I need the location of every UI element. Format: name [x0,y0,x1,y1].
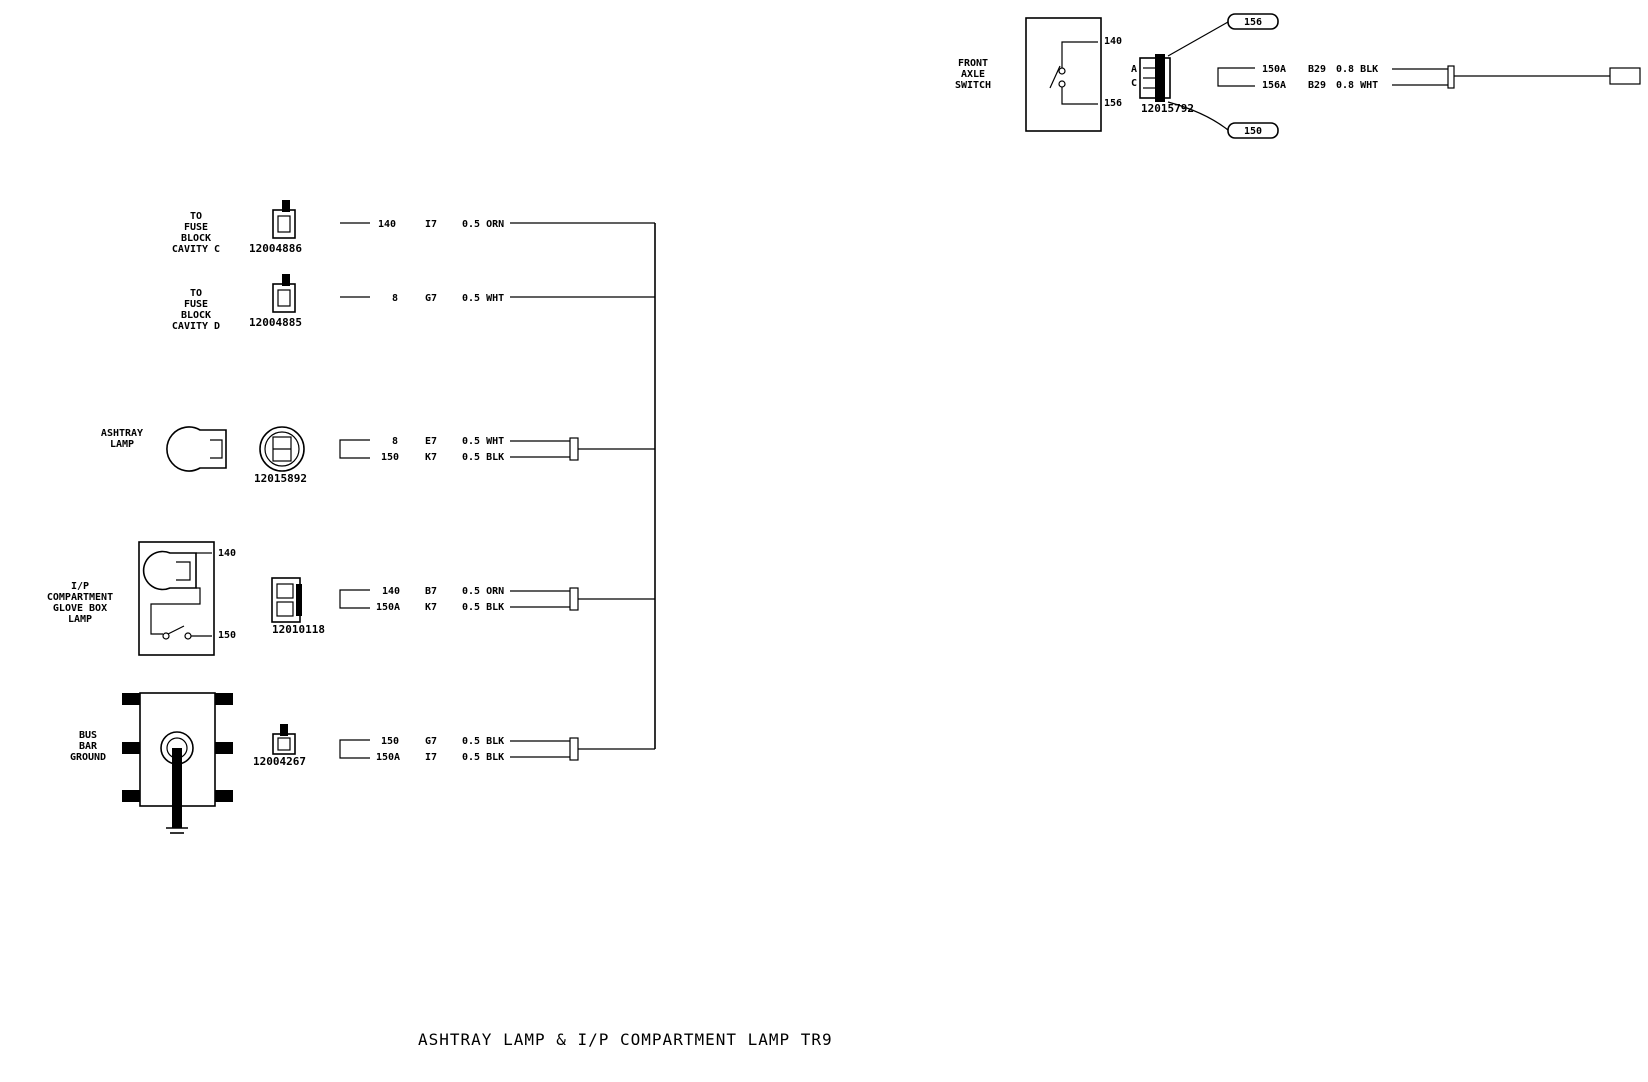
front-axle-label-line2: AXLE [961,69,985,80]
busbar-wire1-spec: 0.5 BLK [462,736,504,747]
front-axle-wire1-circuit: 150A [1262,64,1286,75]
front-axle-wire2-circuit: 156A [1262,80,1286,91]
front-axle-output-connector [1609,67,1641,85]
glovebox-wire2-cavity: K7 [425,602,437,613]
ashtray-connector-number: 12015892 [254,472,307,485]
glovebox-label-2: COMPARTMENT [47,592,113,603]
busbar-connector-icon [272,724,296,755]
switch-lower-lead [1061,87,1098,105]
front-axle-switch-group: FRONT AXLE SWITCH 140 156 A C 12015792 1… [955,13,1641,139]
glovebox-wire2-circuit: 150A [376,602,400,613]
glovebox-connector-number: 12010118 [272,623,325,636]
front-axle-connector-number: 12015792 [1141,102,1194,115]
glovebox-wire1-cavity: B7 [425,586,437,597]
busbar-wire2-spec: 0.5 BLK [462,752,504,763]
ashtray-wire1-spec: 0.5 WHT [462,436,504,447]
fuse-d-spec: 0.5 WHT [462,293,504,304]
fuse-c-label-2: FUSE [184,222,208,233]
ashtray-label-2: LAMP [110,439,134,450]
front-axle-wire2-cavity: B29 [1308,80,1326,91]
glovebox-wire1-circuit: 140 [382,586,400,597]
busbar-terminals [122,693,233,802]
ashtray-wire-bracket [339,439,370,459]
front-axle-pin-top: 140 [1104,36,1122,47]
fuse-c-label-1: TO [190,211,202,222]
switch-contact-bottom [1058,80,1066,88]
front-axle-label-line3: SWITCH [955,80,991,91]
glovebox-label-1: I/P [71,581,89,592]
busbar-wire1-circuit: 150 [381,736,399,747]
glovebox-connector-icon [271,577,302,623]
fuse-d-connector-number: 12004885 [249,316,302,329]
front-axle-wire1-cavity: B29 [1308,64,1326,75]
glovebox-label-4: LAMP [68,614,92,625]
switch-upper-lead [1061,41,1098,68]
fuse-d-label-4: CAVITY D [172,321,220,332]
ashtray-wire2-circuit: 150 [381,452,399,463]
fuse-d-label-1: TO [190,288,202,299]
busbar-wire-bracket [339,739,370,759]
ashtray-connector-icon [259,426,305,472]
fuse-c-group: TO FUSE BLOCK CAVITY C 12004886 140 I7 0… [172,200,655,255]
fuse-c-label-4: CAVITY C [172,244,220,255]
fuse-d-label-3: BLOCK [181,310,211,321]
busbar-wire2-circuit: 150A [376,752,400,763]
front-axle-label-line1: FRONT [958,58,988,69]
glovebox-label-3: GLOVE BOX [53,603,107,614]
diagram-title: ASHTRAY LAMP & I/P COMPARTMENT LAMP TR9 [418,1030,833,1049]
fuse-c-cavity: I7 [425,219,437,230]
fuse-d-group: TO FUSE BLOCK CAVITY D 12004885 8 G7 0.5… [172,274,655,332]
ground-stud-icon [160,731,194,834]
busbar-label-3: GROUND [70,752,106,763]
front-axle-switch-box [1025,17,1102,132]
busbar-label-1: BUS [79,730,97,741]
front-axle-pin-c: C [1131,78,1137,89]
fuse-d-cavity: G7 [425,293,437,304]
ashtray-group: ASHTRAY LAMP 12015892 8 E7 0.5 WHT 150 K… [101,426,655,485]
front-axle-wire-bracket [1217,67,1255,87]
ashtray-wire2-cavity: K7 [425,452,437,463]
front-axle-connector-lock [1155,54,1165,102]
glovebox-bulb-icon [142,550,197,591]
glovebox-group: I/P COMPARTMENT GLOVE BOX LAMP 140 150 1… [47,541,655,656]
ashtray-wire1-cavity: E7 [425,436,437,447]
switch-contact-top [1058,67,1066,75]
fuse-c-spec: 0.5 ORN [462,219,504,230]
front-axle-wire1-spec: 0.8 BLK [1336,64,1378,75]
busbar-wire1-cavity: G7 [425,736,437,747]
tag-150-label: 150 [1244,126,1262,137]
front-axle-wire-end-bracket [1447,65,1455,89]
fuse-d-label-2: FUSE [184,299,208,310]
fuse-c-connector-number: 12004886 [249,242,302,255]
front-axle-pin-bottom: 156 [1104,98,1122,109]
glovebox-lamp-box [138,541,215,656]
glovebox-wire1-spec: 0.5 ORN [462,586,504,597]
ashtray-wire2-spec: 0.5 BLK [462,452,504,463]
fuse-d-connector-icon [272,274,296,313]
tag-156-label: 156 [1244,17,1262,28]
front-axle-wire2-spec: 0.8 WHT [1336,80,1378,91]
tag-156 [1227,13,1279,30]
ashtray-lamp-icon [166,426,227,472]
busbar-wire2-cavity: I7 [425,752,437,763]
front-axle-pin-a: A [1131,64,1137,75]
fuse-c-label-3: BLOCK [181,233,211,244]
busbar-group: BUS BAR GROUND 12004267 150 G7 0.5 BLK [70,692,655,834]
busbar-label-2: BAR [79,741,98,752]
ashtray-label-1: ASHTRAY [101,428,143,439]
tag-150 [1227,122,1279,139]
glovebox-wire-bracket [339,589,370,609]
fuse-d-circuit: 8 [392,293,398,304]
ashtray-wire1-circuit: 8 [392,436,398,447]
fuse-c-connector-icon [272,200,296,239]
switch-lever [1049,65,1061,89]
glovebox-wire2-spec: 0.5 BLK [462,602,504,613]
glovebox-pin-bottom: 150 [218,630,236,641]
fuse-c-circuit: 140 [378,219,396,230]
busbar-connector-number: 12004267 [253,755,306,768]
glovebox-pin-top: 140 [218,548,236,559]
